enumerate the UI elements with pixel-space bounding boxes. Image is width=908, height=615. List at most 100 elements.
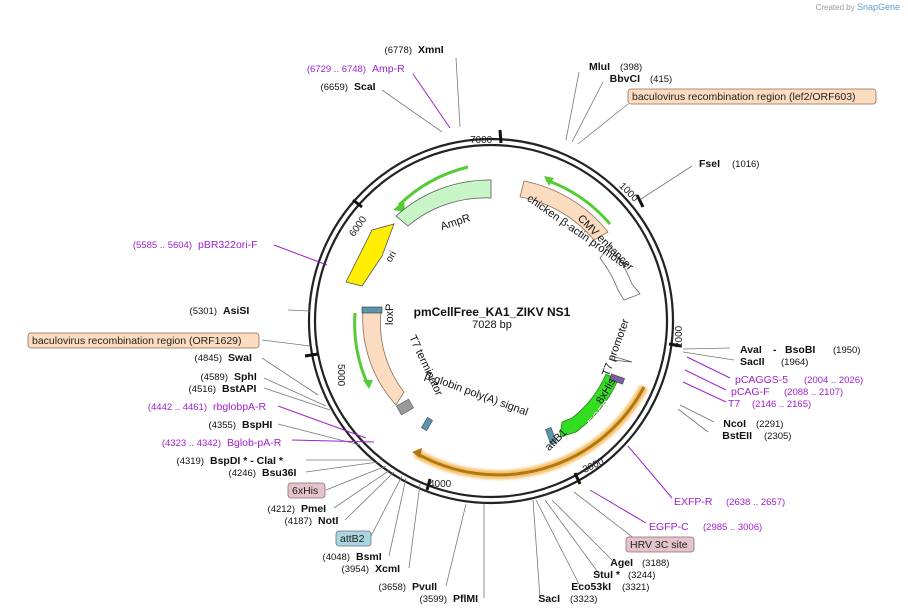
box — [627, 88, 877, 105]
enzyme-name: FseI — [699, 158, 720, 170]
enzyme-pos: (5301) — [190, 306, 217, 317]
primer-name: Bglob-pA-R — [227, 437, 282, 449]
enzyme-pos: (4319) — [177, 456, 204, 467]
enzyme-name: XmnI — [418, 44, 444, 56]
primer-range: (2088 .. 2107) — [784, 387, 843, 398]
enzyme-name: BstEII — [722, 430, 752, 442]
tick-label: 6000 — [347, 214, 369, 239]
enzyme-name: BspHI — [242, 419, 272, 431]
bacu-outer-arc — [353, 312, 370, 386]
enzyme-name: PmeI — [301, 503, 326, 515]
enzyme-name: SwaI — [228, 352, 252, 364]
enzyme-pos: (4589) — [201, 372, 228, 383]
primer-range: (2638 .. 2657) — [726, 497, 785, 508]
enzyme-name: NcoI — [723, 418, 746, 430]
box — [287, 482, 326, 499]
t7-terminator-label: T7 terminator — [406, 333, 445, 398]
credit-text: Created by — [815, 3, 855, 12]
enzyme-pos: (4187) — [285, 516, 312, 527]
cmv-enhancer-feature — [519, 180, 609, 241]
enzyme-name: MluI — [589, 61, 610, 73]
enzyme-name: ScaI — [354, 81, 376, 93]
snapgene-logo: SnapGene — [856, 2, 900, 12]
enzyme-pos: (2305) — [764, 431, 791, 442]
ampr-feature — [395, 179, 492, 227]
enzyme-pos: (3599) — [420, 594, 447, 605]
cmv-outer-arrowhead — [544, 176, 554, 186]
enzyme-pos: (4516) — [189, 384, 216, 395]
cmv-outer-arc — [545, 178, 612, 225]
primer-range: (6729 .. 6748) — [307, 64, 366, 75]
box — [625, 536, 695, 553]
tick-marks — [304, 129, 682, 491]
enzyme-name: BbvCI — [610, 73, 640, 85]
primer-range: (5585 .. 5604) — [133, 240, 192, 251]
leader-lines — [261, 57, 735, 599]
enzyme-name: BsmI — [356, 551, 382, 563]
enzyme-pos: (3321) — [622, 582, 649, 593]
ampr-label: AmpR — [439, 212, 472, 233]
primer-name: pBR322ori-F — [198, 239, 258, 251]
tick-label: 2000 — [674, 325, 685, 348]
plasmid-name: pmCellFree_KA1_ZIKV NS1 — [414, 305, 571, 319]
primer-name: Amp-R — [372, 63, 405, 75]
primer-range: (4323 .. 4342) — [162, 438, 221, 449]
primer-range: (4442 .. 4461) — [148, 402, 207, 413]
feature-box-label: baculovirus recombination region (ORF162… — [32, 335, 242, 347]
primer-name: pCAG-F — [731, 386, 770, 398]
primer-name: rbglobpA-R — [213, 401, 267, 413]
enzyme-pos: (1964) — [781, 357, 808, 368]
attb1-feature — [545, 427, 557, 445]
plasmid-length: 7028 bp — [472, 319, 512, 331]
backbone-outer — [313, 143, 669, 499]
orf-arrowhead — [412, 448, 422, 458]
primer-labels: (6729 .. 6748) Amp-R (5585 .. 5604) pBR3… — [133, 63, 863, 533]
primer-lines — [273, 73, 731, 524]
enzyme-name: SacII — [740, 356, 765, 368]
his8-feature — [609, 373, 625, 385]
enzyme-pos: (1950) — [833, 345, 860, 356]
enzyme-pos: (3658) — [379, 582, 406, 593]
orf-arc — [415, 386, 646, 477]
enzyme-name: AvaI — [740, 344, 762, 356]
enzyme-dash: - — [773, 344, 777, 356]
loxp-feature — [361, 306, 383, 314]
enzyme-pos: (3244) — [628, 570, 655, 581]
bacu-inner-feature — [362, 309, 405, 406]
enzyme-pos: (6659) — [321, 82, 348, 93]
egfp-feature — [559, 373, 619, 438]
enzyme-pos: (4048) — [323, 552, 350, 563]
enzyme-name: Bsu36I — [262, 467, 297, 479]
boxed-labels: baculovirus recombination region (lef2/O… — [27, 88, 877, 553]
tick-label: 3000 — [581, 456, 606, 476]
enzyme-name: AsiSI — [223, 305, 249, 317]
ampr-outer-arrowhead — [393, 200, 405, 212]
feature-box-label: 6xHis — [292, 485, 318, 497]
enzyme-name: Eco53kI — [571, 581, 611, 593]
primer-name: EGFP-C — [649, 521, 689, 533]
primer-name: T7 — [728, 398, 740, 410]
enzyme-pos: (398) — [620, 62, 642, 73]
enzyme-pos: (3323) — [570, 594, 597, 605]
enzyme-name: BspDI * - ClaI * — [210, 455, 284, 467]
enzyme-name: SphI — [234, 371, 257, 383]
feature-box-label: HRV 3C site — [630, 539, 688, 551]
t7-terminator-feature — [396, 398, 414, 416]
enzyme-name: PflMI — [453, 593, 478, 605]
enzyme-name: PvuII — [412, 581, 437, 593]
enzyme-pos: (4355) — [209, 420, 236, 431]
enzyme-pos: (415) — [650, 74, 672, 85]
ori-feature — [345, 223, 395, 287]
enzyme-pos: (3188) — [642, 558, 669, 569]
polya-marker — [421, 416, 433, 432]
t7-promoter-label: T7 promoter — [600, 317, 632, 378]
enzyme-pos: (3954) — [342, 564, 369, 575]
primer-name: pCAGGS-5 — [735, 374, 788, 386]
feature-box-label: attB2 — [340, 533, 365, 545]
enzyme-name: SacI — [538, 593, 560, 605]
chicken-actin-promoter-feature — [599, 245, 641, 301]
box — [335, 530, 372, 547]
enzyme-pos: (4246) — [229, 468, 256, 479]
tick-label: 7000 — [470, 135, 493, 146]
